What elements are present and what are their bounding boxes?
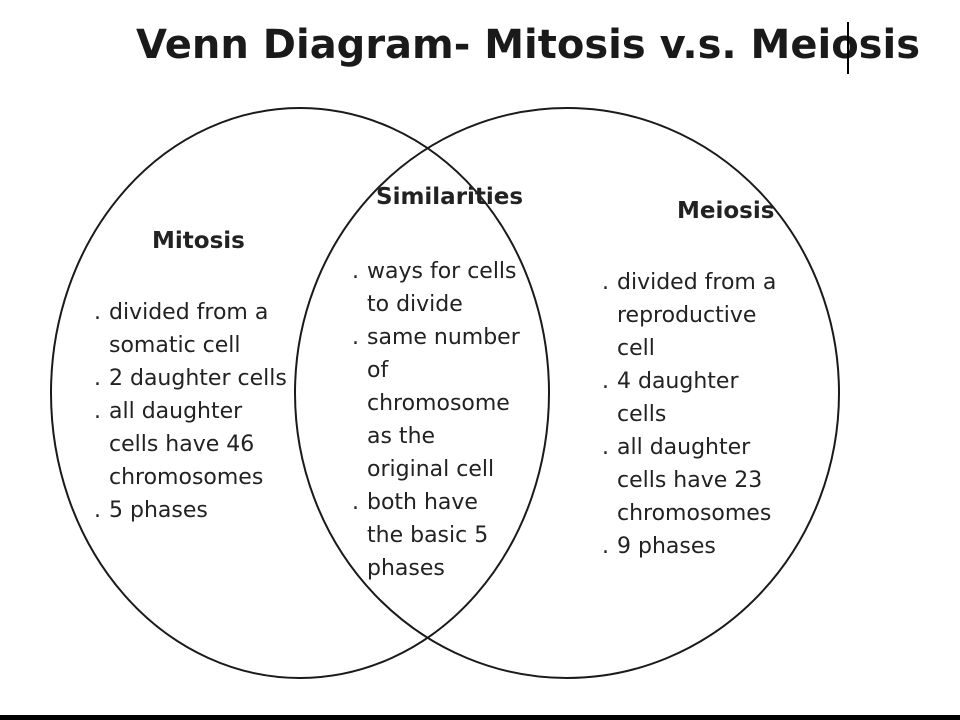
page-title: Venn Diagram- Mitosis v.s. Meiosis <box>136 22 921 68</box>
mitosis-circle <box>50 107 550 679</box>
list-item-text: all daughter cells have 46 chromosomes <box>109 399 264 490</box>
list-item-text: ways for cells to divide <box>367 259 517 317</box>
list-item-text: same number of chromosome as the origina… <box>367 325 520 482</box>
list-item: . divided from a somatic cell <box>94 296 304 362</box>
bullet-dot: . <box>352 259 359 284</box>
bullet-dot: . <box>602 534 609 559</box>
list-item-text: 9 phases <box>617 534 716 559</box>
mitosis-list: . divided from a somatic cell . 2 daughter… <box>94 296 304 527</box>
list-item-text: 4 daughter cells <box>617 369 739 427</box>
text-cursor <box>847 22 849 74</box>
list-item: . divided from a reproductive cell <box>602 266 802 365</box>
similarities-label: Similarities <box>376 184 524 210</box>
list-item-text: both have the basic 5 phases <box>367 490 489 581</box>
bullet-dot: . <box>602 270 609 295</box>
bullet-dot: . <box>94 366 101 391</box>
meiosis-label: Meiosis <box>677 198 775 224</box>
bullet-dot: . <box>94 498 101 523</box>
bullet-dot: . <box>602 369 609 394</box>
bottom-border <box>0 715 960 720</box>
list-item: . all daughter cells have 46 chromosomes <box>94 395 304 494</box>
list-item: . all daughter cells have 23 chromosomes <box>602 431 802 530</box>
bullet-dot: . <box>352 490 359 515</box>
meiosis-circle <box>294 107 840 679</box>
bullet-dot: . <box>352 325 359 350</box>
list-item-text: divided from a reproductive cell <box>617 270 777 361</box>
list-item: . both have the basic 5 phases <box>352 486 542 585</box>
list-item-text: 5 phases <box>109 498 208 523</box>
meiosis-list: . divided from a reproductive cell . 4 dau… <box>602 266 802 563</box>
mitosis-label: Mitosis <box>152 228 245 254</box>
bullet-dot: . <box>94 300 101 325</box>
bullet-dot: . <box>602 435 609 460</box>
list-item: . 5 phases <box>94 494 304 527</box>
list-item: . 9 phases <box>602 530 802 563</box>
bullet-dot: . <box>94 399 101 424</box>
list-item-text: divided from a somatic cell <box>109 300 269 358</box>
list-item: . ways for cells to divide <box>352 255 542 321</box>
list-item-text: 2 daughter cells <box>109 366 287 391</box>
list-item: . same number of chromosome as the origin… <box>352 321 542 486</box>
list-item: . 2 daughter cells <box>94 362 304 395</box>
list-item-text: all daughter cells have 23 chromosomes <box>617 435 772 526</box>
list-item: . 4 daughter cells <box>602 365 802 431</box>
similarities-list: . ways for cells to divide . same number o… <box>352 255 542 585</box>
